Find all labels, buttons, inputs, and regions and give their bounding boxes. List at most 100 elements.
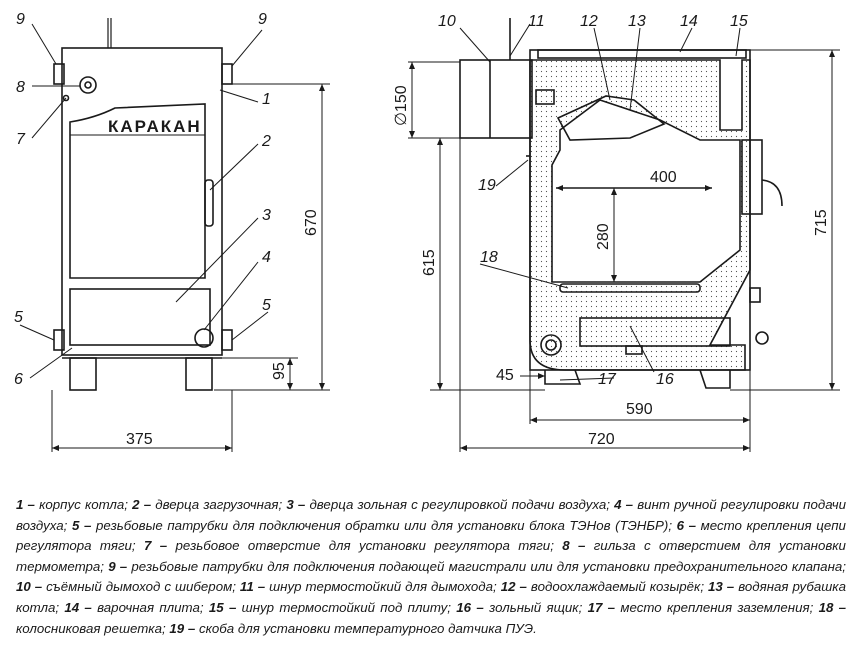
legend-item: 3 – дверца зольная с регулировкой подачи… <box>286 497 610 512</box>
legend-item-text: резьбовое отверстие для установки регуля… <box>175 538 554 554</box>
dim-front-height: 670 <box>303 209 320 236</box>
legend-item-number: 10 – <box>16 579 43 595</box>
legend-item-text: скоба для установки температурного датчи… <box>198 620 537 636</box>
dim-offset-45: 45 <box>496 367 514 384</box>
label-1: 1 <box>262 91 271 108</box>
legend-item-number: 14 – <box>64 599 92 615</box>
legend-item: 6 – место крепления цепи регулятора тяги… <box>16 518 846 554</box>
front-view <box>53 18 233 391</box>
legend-item: 9 – резьбовые патрубки для подключения п… <box>108 559 846 574</box>
dim-flue-diameter: ∅150 <box>393 85 410 126</box>
legend-item: 12 – водоохлаждаемый козырёк; <box>501 579 704 594</box>
dim-leg-height: 95 <box>271 362 288 380</box>
legend-item: 17 – место крепления заземления; <box>588 600 814 615</box>
dim-body-depth: 590 <box>626 401 653 418</box>
grate <box>559 283 701 293</box>
legend-item-number: 12 – <box>500 579 527 595</box>
legend-item-number: 11 – <box>239 579 266 595</box>
leg-left <box>69 357 97 391</box>
legend-item-number: 5 – <box>71 517 92 533</box>
legend-item: 15 – шнур термостойкий под плиту; <box>209 600 451 615</box>
ash-door <box>69 288 211 346</box>
legend-item-number: 9 – <box>108 558 128 574</box>
legend-item: 1 – корпус котла; <box>16 497 128 512</box>
legend-item-number: 17 – <box>587 599 616 615</box>
legend-item: 19 – скоба для установки температурного … <box>169 621 536 636</box>
boiler-technical-drawing: КАРАКАН 9 8 7 1 2 3 4 5 5 6 9 375 670 95 <box>14 11 840 452</box>
dim-side-715: 715 <box>813 209 830 236</box>
legend-item: 18 – колосниковая решетка; <box>16 600 846 636</box>
legend-item-number: 6 – <box>676 517 697 533</box>
label-17: 17 <box>598 371 617 388</box>
brand-label: КАРАКАН <box>108 117 202 136</box>
legend-item-text: колосниковая решетка; <box>16 620 166 636</box>
label-5-left: 5 <box>14 309 23 326</box>
label-10: 10 <box>438 13 456 30</box>
legend-item-number: 7 – <box>143 538 168 554</box>
label-7: 7 <box>16 131 26 148</box>
label-14: 14 <box>680 13 698 30</box>
leg-right <box>185 357 213 391</box>
legend-item-text: зольный ящик; <box>489 599 583 615</box>
legend-item-number: 19 – <box>169 620 196 636</box>
hob-plate <box>537 49 747 59</box>
legend-item-text: резьбовые патрубки для подключения подаю… <box>131 558 846 574</box>
label-18: 18 <box>480 249 498 266</box>
legend-item-number: 2 – <box>132 497 152 512</box>
label-16: 16 <box>656 371 674 388</box>
legend-item-text: дверца зольная с регулировкой подачи воз… <box>309 497 610 512</box>
dim-side-615: 615 <box>421 249 438 276</box>
legend-item: 2 – дверца загрузочная; <box>132 497 282 512</box>
legend-item-text: шнур термостойкий для дымохода; <box>269 579 497 595</box>
legend-item-text: место крепления заземления; <box>620 599 814 615</box>
flue-pipe <box>459 59 533 139</box>
label-6: 6 <box>14 371 23 388</box>
legend-item: 7 – резьбовое отверстие для установки ре… <box>144 538 554 553</box>
label-8: 8 <box>16 79 25 96</box>
thermometer-sleeve <box>79 76 97 94</box>
legend-item-number: 4 – <box>614 497 634 512</box>
legend-item-text: съёмный дымоход с шибером; <box>46 579 236 595</box>
side-leg-right <box>699 369 731 389</box>
legend-item-text: водоохлаждаемый козырёк; <box>530 579 705 595</box>
label-5-right: 5 <box>262 297 271 314</box>
legend-item-number: 15 – <box>208 599 237 615</box>
label-11: 11 <box>528 13 545 30</box>
label-3: 3 <box>262 207 271 224</box>
legend-item-number: 3 – <box>286 497 306 512</box>
label-2: 2 <box>261 133 271 150</box>
legend-item-text: винт ручной регулировки подачи воздуха; <box>16 497 846 533</box>
legend-item-text: дверца загрузочная; <box>155 497 283 512</box>
label-9-left: 9 <box>16 11 25 28</box>
legend-item: 10 – съёмный дымоход с шибером; <box>16 579 236 594</box>
water-baffle <box>556 95 666 141</box>
label-15: 15 <box>730 13 748 30</box>
dim-firebox-width: 400 <box>650 169 677 186</box>
top-pipe-right <box>221 63 233 85</box>
legend-item-text: водяная рубашка котла; <box>16 579 846 615</box>
legend-item-text: корпус котла; <box>39 497 128 512</box>
dim-front-width: 375 <box>126 431 153 448</box>
legend-item-number: 8 – <box>562 538 586 554</box>
legend-item: 13 – водяная рубашка котла; <box>16 579 846 615</box>
legend-item-number: 16 – <box>456 599 484 615</box>
dim-firebox-height: 280 <box>595 223 612 250</box>
label-19: 19 <box>478 177 496 194</box>
label-4: 4 <box>262 249 271 266</box>
legend-item-text: резьбовые патрубки для подключения обрат… <box>95 517 673 533</box>
label-9-right: 9 <box>258 11 267 28</box>
boiler-body-outline <box>61 47 223 356</box>
return-pipe <box>540 334 562 356</box>
side-leg-left <box>544 369 582 385</box>
legend-item-number: 1 – <box>16 497 35 512</box>
label-13: 13 <box>628 13 646 30</box>
dim-total-depth: 720 <box>588 431 615 448</box>
legend-item-number: 13 – <box>708 579 735 595</box>
legend-item-text: гильза с отверстием для установки термом… <box>16 538 846 574</box>
door-handle <box>204 179 214 227</box>
legend-item-text: шнур термостойкий под плиту; <box>241 599 451 615</box>
side-door <box>741 139 763 215</box>
water-jacket <box>529 59 751 371</box>
legend-item: 4 – винт ручной регулировки подачи возду… <box>16 497 846 533</box>
ash-box <box>579 317 731 347</box>
